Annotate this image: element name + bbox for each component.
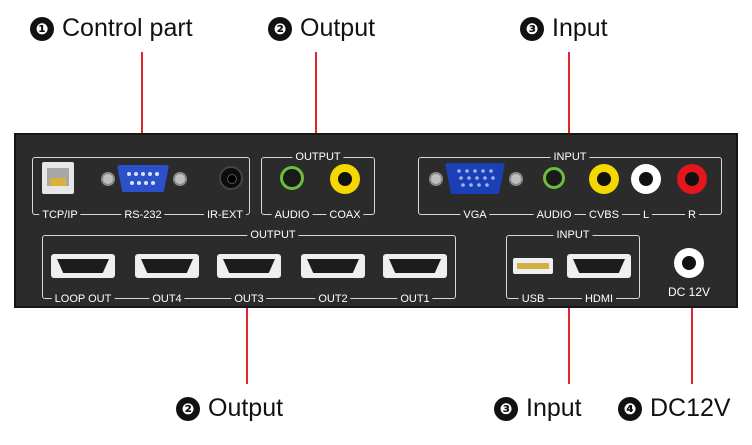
hdmi-in-port-icon: [567, 254, 631, 278]
r-label: R: [685, 208, 699, 222]
device-rear-panel: TCP/IP RS-232 IR-EXT OUTPUT AUDIO COAX I…: [14, 133, 738, 308]
loop-out-label: LOOP OUT: [51, 292, 115, 306]
audio-in-jack-icon: [543, 167, 565, 189]
out4-label: OUT4: [149, 292, 185, 306]
audio-l-jack-icon: [631, 164, 661, 194]
vga-port-icon: [445, 163, 505, 194]
coax-label: COAX: [326, 208, 364, 222]
callout-dc12v: ❹ DC12V: [618, 394, 731, 423]
rs232-pins-icon: [127, 172, 159, 185]
callout-label-input-bottom: Input: [526, 394, 582, 422]
output-audio-group: OUTPUT AUDIO COAX: [261, 150, 375, 222]
callout-label-output-bottom: Output: [208, 394, 284, 422]
rs232-screw-left-icon: [101, 172, 115, 186]
output-hdmi-group-label: OUTPUT: [247, 228, 299, 242]
callout-output-bottom: ❷ Output: [176, 394, 283, 423]
audio-r-jack-icon: [677, 164, 707, 194]
leader-control: [141, 52, 143, 135]
cvbs-label: CVBS: [586, 208, 622, 222]
out1-label: OUT1: [397, 292, 433, 306]
leader-input-bottom: [568, 302, 570, 384]
irext-label: IR-EXT: [203, 208, 247, 222]
hdmi-out4-port-icon: [135, 254, 199, 278]
cvbs-jack-icon: [589, 164, 619, 194]
tcpip-label: TCP/IP: [39, 208, 81, 222]
audio-out-jack-icon: [280, 166, 304, 190]
dc-label: DC 12V: [667, 285, 711, 299]
dc-power-jack-icon: [674, 248, 704, 278]
callout-number-1: ❶: [30, 16, 54, 41]
callout-output-top: ❷ Output: [268, 14, 375, 43]
rs232-port-icon: [117, 165, 169, 192]
callout-number-2: ❷: [268, 16, 292, 41]
out2-label: OUT2: [315, 292, 351, 306]
audio-in-label: AUDIO: [533, 208, 575, 222]
vga-label: VGA: [460, 208, 490, 222]
output-hdmi-group: OUTPUT LOOP OUT OUT4 OUT3 OUT2 OUT1: [42, 228, 456, 306]
callout-number-3: ❸: [520, 16, 544, 41]
callout-label-output-top: Output: [300, 14, 376, 42]
leader-output-bottom: [246, 300, 248, 384]
callout-number-3b: ❸: [494, 396, 518, 421]
leader-input-top: [568, 52, 570, 155]
leader-dc: [691, 300, 693, 384]
vga-screw-left-icon: [429, 172, 443, 186]
hdmi-in-label: HDMI: [581, 292, 617, 306]
output-audio-group-label: OUTPUT: [292, 150, 344, 164]
coax-jack-icon: [330, 164, 360, 194]
input-usb-hdmi-group: INPUT USB HDMI: [506, 228, 640, 306]
audio-out-label: AUDIO: [271, 208, 313, 222]
ethernet-port-icon: [42, 162, 74, 194]
control-group: TCP/IP RS-232 IR-EXT: [32, 157, 250, 222]
hdmi-out1-port-icon: [383, 254, 447, 278]
hdmi-out3-port-icon: [217, 254, 281, 278]
l-label: L: [639, 208, 653, 222]
input-av-group-label: INPUT: [550, 150, 590, 164]
rs232-screw-right-icon: [173, 172, 187, 186]
vga-screw-right-icon: [509, 172, 523, 186]
hdmi-loop-out-port-icon: [51, 254, 115, 278]
vga-pins-icon: [457, 169, 495, 187]
callout-label-control: Control part: [62, 14, 193, 42]
callout-label-dc: DC12V: [650, 394, 731, 422]
usb-port-icon: [513, 258, 553, 274]
hdmi-out2-port-icon: [301, 254, 365, 278]
callout-label-input-top: Input: [552, 14, 608, 42]
usb-label: USB: [518, 292, 548, 306]
callout-input-top: ❸ Input: [520, 14, 608, 43]
callout-number-4: ❹: [618, 396, 642, 421]
callout-control-part: ❶ Control part: [30, 14, 193, 43]
leader-output-top: [315, 52, 317, 155]
input-usb-hdmi-group-label: INPUT: [553, 228, 593, 242]
ir-ext-jack-icon: [219, 166, 243, 190]
rs232-label: RS-232: [121, 208, 165, 222]
callout-number-2b: ❷: [176, 396, 200, 421]
callout-input-bottom: ❸ Input: [494, 394, 582, 423]
input-av-group: INPUT VGA AUDIO CVBS L R: [418, 150, 722, 222]
out3-label: OUT3: [231, 292, 267, 306]
